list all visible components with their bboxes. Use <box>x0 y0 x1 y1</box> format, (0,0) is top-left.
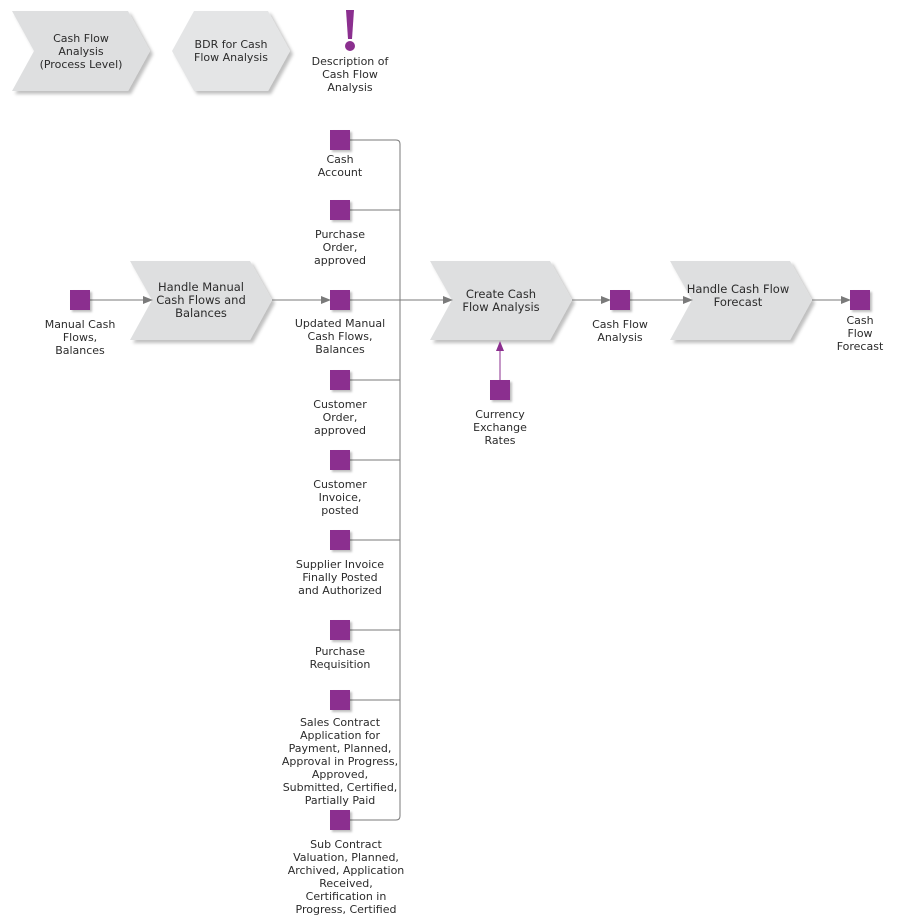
object-purchase-requisition-label: Purchase Requisition <box>309 645 371 671</box>
object-purchase-requisition[interactable] <box>330 620 350 640</box>
object-currency-rates-label: Currency Exchange Rates <box>473 408 527 447</box>
connector-bus <box>350 139 401 821</box>
object-supplier-invoice[interactable] <box>330 530 350 550</box>
legend-bdr-shape <box>172 11 290 91</box>
object-customer-order[interactable] <box>330 370 350 390</box>
object-purchase-order[interactable] <box>330 200 350 220</box>
object-customer-invoice-label: Customer Invoice, posted <box>313 478 367 517</box>
function-shape-handle-manual <box>130 261 272 340</box>
object-currency-rates[interactable] <box>490 380 510 400</box>
legend-process-level-label[interactable]: Cash Flow Analysis (Process Level) <box>39 31 123 71</box>
object-customer-order-label: Customer Order, approved <box>313 398 367 437</box>
object-manual-cash-flows[interactable] <box>70 290 90 310</box>
object-sales-contract[interactable] <box>330 690 350 710</box>
object-sales-contract-label: Sales Contract Application for Payment, … <box>281 716 399 807</box>
object-manual-cash-flows-label: Manual Cash Flows, Balances <box>44 318 116 357</box>
object-updated-manual-label: Updated Manual Cash Flows, Balances <box>294 317 386 356</box>
object-cash-flow-forecast-label: Cash Flow Forecast <box>836 314 884 353</box>
legend-description-label: Description of Cash Flow Analysis <box>311 55 389 94</box>
function-create-analysis[interactable]: Create Cash Flow Analysis <box>462 286 540 314</box>
object-supplier-invoice-label: Supplier Invoice Finally Posted and Auth… <box>295 558 385 597</box>
legend-bdr-label[interactable]: BDR for Cash Flow Analysis <box>194 38 268 64</box>
object-cash-flow-analysis-label: Cash Flow Analysis <box>592 318 648 344</box>
exclamation-icon[interactable] <box>343 10 357 52</box>
object-sub-contract[interactable] <box>330 810 350 830</box>
function-shape-handle-forecast <box>670 261 812 340</box>
object-cash-flow-forecast[interactable] <box>850 290 870 310</box>
object-cash-account[interactable] <box>330 130 350 150</box>
object-purchase-order-label: Purchase Order, approved <box>314 228 366 267</box>
function-handle-manual[interactable]: Handle Manual Cash Flows and Balances <box>156 280 246 320</box>
object-cash-flow-analysis[interactable] <box>610 290 630 310</box>
object-sub-contract-label: Sub Contract Valuation, Planned, Archive… <box>287 838 405 916</box>
object-updated-manual[interactable] <box>330 290 350 310</box>
legend-process-level-shape <box>12 11 150 91</box>
function-shape-create-analysis <box>430 261 572 340</box>
object-cash-account-label: Cash Account <box>317 153 363 179</box>
object-customer-invoice[interactable] <box>330 450 350 470</box>
function-handle-forecast[interactable]: Handle Cash Flow Forecast <box>686 281 790 309</box>
